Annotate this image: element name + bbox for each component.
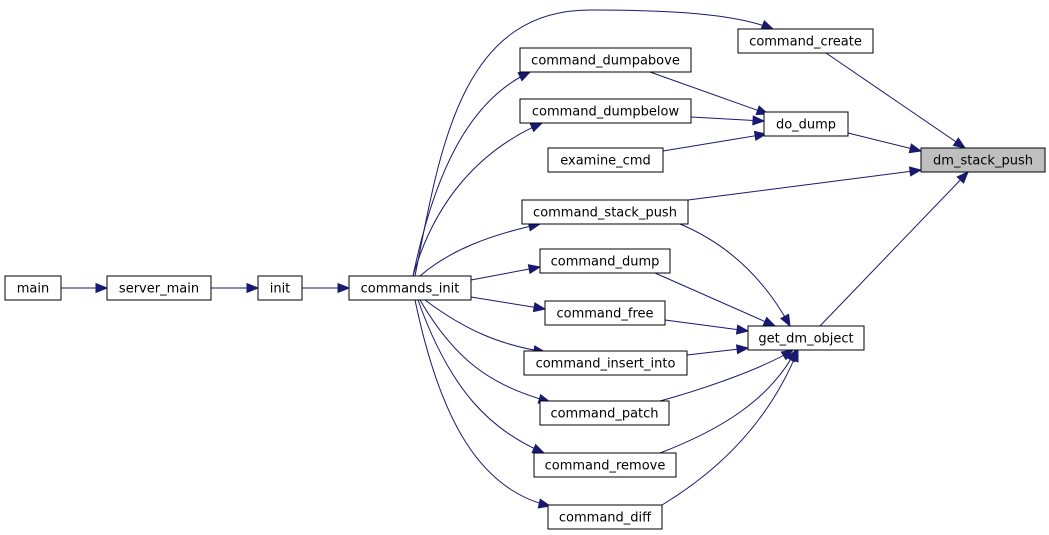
node-box[interactable] <box>539 248 671 274</box>
node-command-dumpbelow[interactable]: command_dumpbelow <box>519 98 692 124</box>
edge-commands-init-to-command-stack-push <box>419 221 542 277</box>
node-label: command_patch <box>550 407 658 422</box>
edge-commands-init-to-command-dump <box>470 264 542 281</box>
node-command-patch[interactable]: command_patch <box>539 400 670 426</box>
node-label: command_stack_push <box>533 206 677 221</box>
edge-server-main-to-init <box>211 282 260 294</box>
node-label: do_dump <box>776 118 836 133</box>
node-command-diff[interactable]: command_diff <box>547 504 663 530</box>
edge-get-dm-object-to-dm-stack-push <box>819 171 969 327</box>
node-label: command_dump <box>551 255 660 270</box>
edge-command-free-to-get-dm-object <box>664 319 750 335</box>
node-box[interactable] <box>547 504 663 530</box>
node-init[interactable]: init <box>257 275 303 301</box>
node-label: init <box>270 282 291 297</box>
node-box[interactable] <box>763 111 849 137</box>
node-command-create[interactable]: command_create <box>737 28 874 54</box>
node-label: examine_cmd <box>560 154 651 169</box>
node-box[interactable] <box>547 147 664 173</box>
node-label: command_create <box>749 35 862 50</box>
node-box[interactable] <box>747 325 865 351</box>
edge-main-to-server-main <box>61 282 109 294</box>
node-label: command_diff <box>559 511 652 526</box>
edge-commands-init-to-command-remove <box>417 299 546 454</box>
edge-command-insert-into-to-get-dm-object <box>686 344 750 356</box>
edge-command-patch-to-get-dm-object <box>659 349 795 402</box>
node-commands-init[interactable]: commands_init <box>348 275 472 301</box>
node-server-main[interactable]: server_main <box>106 275 212 301</box>
node-box[interactable] <box>348 275 472 301</box>
node-examine-cmd[interactable]: examine_cmd <box>547 147 664 173</box>
node-box[interactable] <box>539 400 670 426</box>
node-label: get_dm_object <box>758 332 853 347</box>
node-command-stack-push[interactable]: command_stack_push <box>521 199 689 225</box>
node-box[interactable] <box>920 147 1046 173</box>
edge-command-dumpbelow-to-do-dump <box>690 115 766 126</box>
node-label: command_dumpbelow <box>532 105 680 120</box>
node-box[interactable] <box>523 350 688 376</box>
node-box[interactable] <box>544 300 666 326</box>
node-command-free[interactable]: command_free <box>544 300 666 326</box>
node-box[interactable] <box>519 47 692 73</box>
node-dm-stack-push[interactable]: dm_stack_push <box>920 147 1046 173</box>
edge-commands-init-to-command-insert-into <box>424 299 547 356</box>
node-label: server_main <box>119 282 199 297</box>
edge-command-create-to-dm-stack-push <box>825 52 967 149</box>
node-label: main <box>17 282 49 297</box>
edge-command-stack-push-to-get-dm-object <box>679 223 791 328</box>
node-label: commands_init <box>361 282 460 297</box>
edge-command-stack-push-to-dm-stack-push <box>687 166 923 201</box>
node-get-dm-object[interactable]: get_dm_object <box>747 325 865 351</box>
edges-layer <box>61 9 969 509</box>
node-main[interactable]: main <box>4 275 62 301</box>
node-box[interactable] <box>519 98 692 124</box>
edge-commands-init-to-command-diff <box>414 299 552 509</box>
node-command-remove[interactable]: command_remove <box>533 452 677 478</box>
node-box[interactable] <box>737 28 874 54</box>
edge-command-dump-to-get-dm-object <box>654 272 777 327</box>
node-label: command_dumpabove <box>531 54 680 69</box>
node-label: dm_stack_push <box>933 154 1033 169</box>
node-box[interactable] <box>521 199 689 225</box>
node-command-dump[interactable]: command_dump <box>539 248 671 274</box>
edge-do-dump-to-dm-stack-push <box>847 132 923 154</box>
node-label: command_insert_into <box>536 357 676 372</box>
edge-examine-cmd-to-do-dump <box>662 130 768 152</box>
node-box[interactable] <box>533 452 677 478</box>
edge-init-to-commands-init <box>302 282 351 294</box>
node-box[interactable] <box>257 275 303 301</box>
edge-commands-init-to-command-dumpabove <box>412 71 532 277</box>
node-do-dump[interactable]: do_dump <box>763 111 849 137</box>
nodes-layer: main server_main init commands_init command_… <box>4 28 1046 530</box>
node-label: command_remove <box>545 459 666 474</box>
node-command-dumpabove[interactable]: command_dumpabove <box>519 47 692 73</box>
node-box[interactable] <box>106 275 212 301</box>
edge-commands-init-to-command-free <box>470 296 547 313</box>
node-label: command_free <box>556 307 653 322</box>
node-command-insert-into[interactable]: command_insert_into <box>523 350 688 376</box>
edge-command-diff-to-get-dm-object <box>661 348 799 506</box>
node-box[interactable] <box>4 275 62 301</box>
